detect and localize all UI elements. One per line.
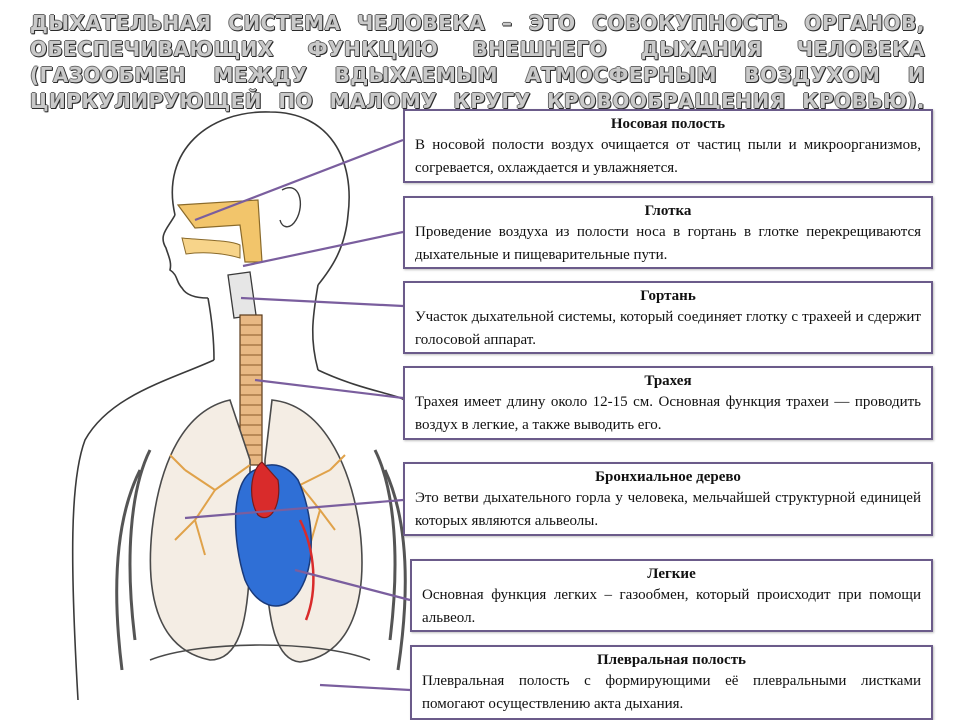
larynx-shape xyxy=(227,271,257,319)
card-title: Трахея xyxy=(644,373,692,389)
card-text: Это ветви дыхательного горла у человека,… xyxy=(415,490,921,529)
card-bronchial-tree: Бронхиальное дерево Это ветви дыхательно… xyxy=(403,462,933,536)
card-pleural-cavity: Плевральная полость Плевральная полость … xyxy=(410,645,933,720)
ribcage-shape xyxy=(115,449,407,671)
card-larynx: Гортань Участок дыхательной системы, кот… xyxy=(403,281,933,354)
card-title: Бронхиальное дерево xyxy=(595,469,741,485)
leader-line-pharynx xyxy=(242,230,404,268)
left-lung-shape xyxy=(149,399,251,661)
leader-line-pleura xyxy=(319,683,411,692)
neck-back xyxy=(311,284,319,371)
card-lungs: Легкие Основная функция легких – газообм… xyxy=(410,559,933,632)
card-title: Носовая полость xyxy=(610,116,726,132)
card-title: Плевральная полость xyxy=(597,652,746,668)
pulmonary-vessel-shape xyxy=(298,519,315,621)
leader-line-larynx xyxy=(240,296,404,308)
left-shoulder xyxy=(71,359,215,701)
page-title: Дыхательная система человека – это совок… xyxy=(30,11,925,113)
aorta-shape xyxy=(251,461,280,519)
card-text: Плевральная полость с формирующими её пл… xyxy=(422,673,921,712)
nasal-cavity-shape xyxy=(176,199,263,263)
card-nasal-cavity: Носовая полость В носовой полости воздух… xyxy=(403,109,933,183)
card-title: Гортань xyxy=(640,288,696,304)
neck-front xyxy=(207,297,215,361)
ear-icon xyxy=(279,187,301,228)
card-text: Трахея имеет длину около 12-15 см. Основ… xyxy=(415,394,921,433)
card-text: Участок дыхательной системы, который сое… xyxy=(415,309,921,348)
leader-line-nasal xyxy=(194,138,404,222)
diaphragm-shape xyxy=(149,644,371,661)
card-text: Основная функция легких – газообмен, кот… xyxy=(422,587,921,626)
trachea-shape xyxy=(239,314,263,466)
card-text: В носовой полости воздух очищается от ча… xyxy=(415,137,921,176)
card-pharynx: Глотка Проведение воздуха из полости нос… xyxy=(403,196,933,269)
card-title: Глотка xyxy=(644,203,692,219)
card-text: Проведение воздуха из полости носа в гор… xyxy=(415,224,921,263)
leader-line-trachea xyxy=(254,378,404,400)
leader-line-lungs xyxy=(294,568,411,602)
leader-line-bronchi xyxy=(184,498,404,520)
card-title: Легкие xyxy=(647,566,696,582)
card-trachea: Трахея Трахея имеет длину около 12-15 см… xyxy=(403,366,933,440)
oral-cavity-shape xyxy=(181,237,241,259)
leader-lines xyxy=(184,138,411,692)
face-profile xyxy=(162,214,209,299)
